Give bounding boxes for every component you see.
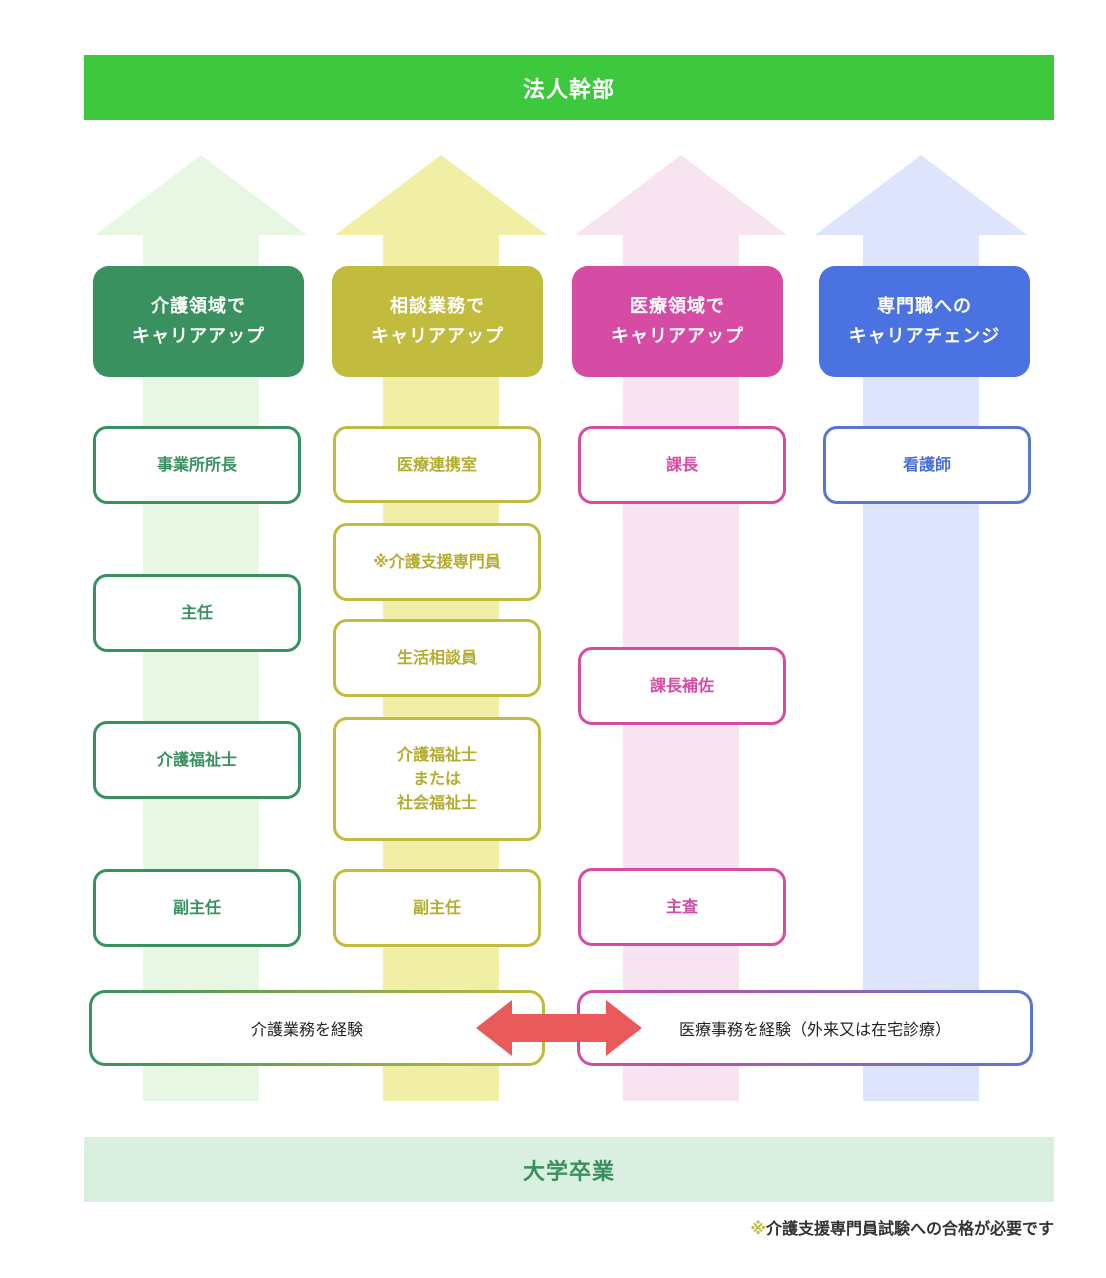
header-line: キャリアアップ bbox=[371, 325, 504, 347]
card-assistant-manager: 課長補佐 bbox=[578, 647, 786, 725]
card-care-manager: ※介護支援専門員 bbox=[333, 523, 541, 601]
header-line: 相談業務で bbox=[390, 295, 485, 317]
double-arrow-icon bbox=[476, 1000, 642, 1056]
header-line: 医療領域で bbox=[630, 295, 725, 317]
header-consult: 相談業務でキャリアアップ bbox=[332, 266, 543, 377]
experience-care-label: 介護業務を経験 bbox=[250, 1020, 363, 1039]
card-line: または bbox=[412, 769, 461, 788]
header-line: 介護領域で bbox=[151, 295, 246, 317]
header-line: キャリアチェンジ bbox=[848, 325, 1001, 347]
footnote-mark: ※ bbox=[750, 1219, 766, 1238]
arrow-medical bbox=[575, 155, 787, 1101]
card-welfare-worker: 介護福祉士または社会福祉士 bbox=[333, 717, 541, 841]
card-deputy-chief: 副主任 bbox=[333, 869, 541, 947]
card-office-director: 事業所所長 bbox=[93, 426, 301, 504]
experience-medical-label: 医療事務を経験（外来又は在宅診療） bbox=[678, 1020, 951, 1039]
header-line: キャリアアップ bbox=[132, 325, 265, 347]
experience-care: 介護業務を経験 bbox=[89, 990, 545, 1066]
footnote-text: 介護支援専門員試験への合格が必要です bbox=[765, 1219, 1054, 1238]
arrow-specialist bbox=[815, 155, 1027, 1101]
experience-medical: 医療事務を経験（外来又は在宅診療） bbox=[577, 990, 1033, 1066]
card-line: 介護福祉士 bbox=[396, 745, 477, 764]
card-inspector: 主査 bbox=[578, 868, 786, 946]
card-medical-liaison: 医療連携室 bbox=[333, 426, 541, 503]
card-deputy-chief: 副主任 bbox=[93, 869, 301, 947]
footnote: ※介護支援専門員試験への合格が必要です bbox=[750, 1215, 1054, 1239]
bottom-bar-graduation: 大学卒業 bbox=[84, 1137, 1054, 1202]
top-bar-executive: 法人幹部 bbox=[84, 55, 1054, 120]
card-section-manager: 課長 bbox=[578, 426, 786, 504]
card-line: 社会福祉士 bbox=[396, 793, 477, 812]
header-line: キャリアアップ bbox=[611, 325, 744, 347]
card-chief: 主任 bbox=[93, 574, 301, 652]
card-care-worker: 介護福祉士 bbox=[93, 721, 301, 799]
card-life-counselor: 生活相談員 bbox=[333, 619, 541, 697]
header-medical: 医療領域でキャリアアップ bbox=[572, 266, 783, 377]
header-line: 専門職への bbox=[877, 295, 972, 317]
header-specialist: 専門職へのキャリアチェンジ bbox=[819, 266, 1030, 377]
card-nurse: 看護師 bbox=[823, 426, 1031, 504]
header-care: 介護領域でキャリアアップ bbox=[93, 266, 304, 377]
